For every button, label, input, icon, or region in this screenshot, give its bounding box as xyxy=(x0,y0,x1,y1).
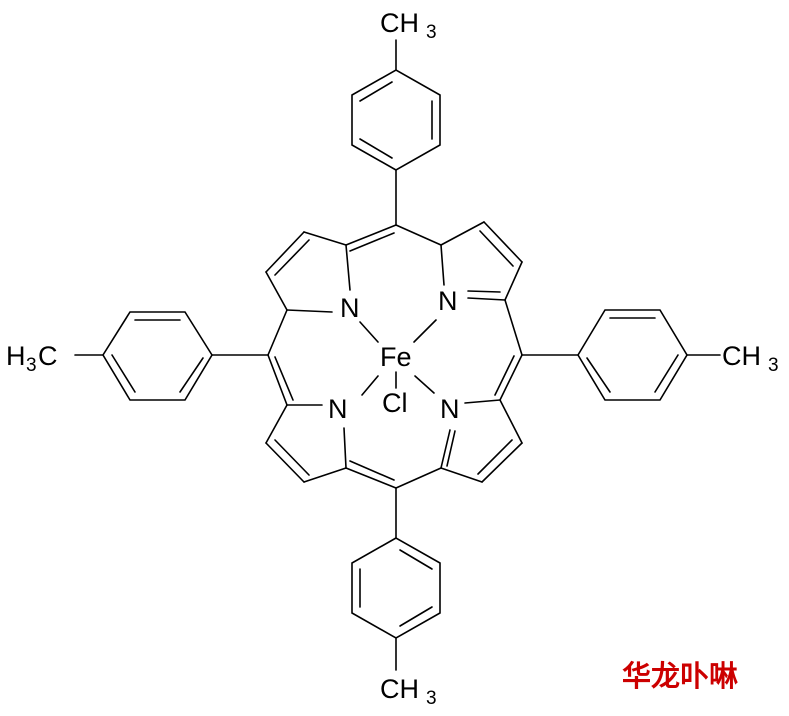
right-tolyl-group xyxy=(521,309,721,401)
left-tolyl-group xyxy=(74,311,269,401)
atom-labels: N N N N Fe Cl CH 3 CH 3 CH 3 H 3 C xyxy=(6,8,779,709)
nitrogen-top-right: N xyxy=(438,286,458,316)
bottom-tolyl-group xyxy=(351,487,441,671)
methyl-left-c: C xyxy=(38,341,58,371)
iron-center: Fe xyxy=(380,342,412,372)
methyl-top-subscript: 3 xyxy=(426,22,437,43)
methyl-bottom: CH 3 xyxy=(380,674,437,709)
brand-label: 华龙卟啉 xyxy=(622,659,738,693)
methyl-top-ch: CH xyxy=(380,8,419,38)
methyl-left-h: H xyxy=(6,341,26,371)
methyl-left-subscript: 3 xyxy=(26,355,37,376)
methyl-right: CH 3 xyxy=(722,341,779,376)
methyl-right-ch: CH xyxy=(722,341,761,371)
nitrogen-bottom-left: N xyxy=(328,394,348,424)
top-tolyl-group xyxy=(351,39,441,226)
methyl-bottom-ch: CH xyxy=(380,674,419,704)
nitrogen-top-left: N xyxy=(340,293,360,323)
methyl-top: CH 3 xyxy=(380,8,437,43)
nitrogen-bottom-right: N xyxy=(440,394,460,424)
porphyrin-core-bonds xyxy=(265,221,523,489)
methyl-left: H 3 C xyxy=(6,341,58,376)
methyl-bottom-subscript: 3 xyxy=(426,688,437,709)
methyl-right-subscript: 3 xyxy=(768,355,779,376)
chloride-ligand: Cl xyxy=(382,388,408,418)
